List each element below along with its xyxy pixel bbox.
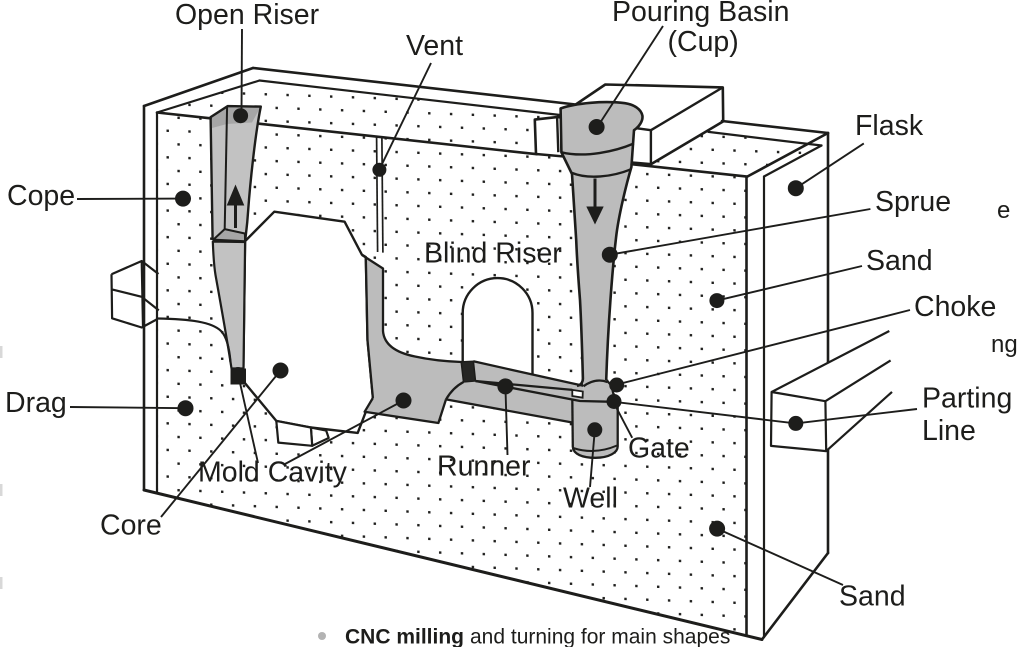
svg-text:Flask: Flask	[855, 110, 924, 142]
svg-text:Vent: Vent	[406, 30, 463, 62]
svg-text:Line: Line	[922, 415, 976, 447]
svg-text:Parting: Parting	[922, 383, 1012, 415]
svg-text:CNC milling: CNC milling	[345, 626, 464, 647]
svg-text:Pouring Basin: Pouring Basin	[612, 0, 789, 28]
svg-text:e: e	[997, 197, 1010, 224]
svg-text:Runner: Runner	[437, 451, 531, 483]
svg-text:Open Riser: Open Riser	[175, 0, 320, 31]
svg-text:Cope: Cope	[7, 180, 75, 212]
svg-text:Choke: Choke	[914, 291, 996, 323]
svg-text:Sand: Sand	[839, 581, 906, 613]
svg-text:and turning for main shapes: and turning for main shapes	[470, 626, 730, 647]
svg-text:Sprue: Sprue	[875, 186, 951, 218]
svg-text:ng: ng	[991, 331, 1017, 358]
svg-text:Drag: Drag	[5, 387, 67, 419]
svg-text:Sand: Sand	[866, 245, 933, 277]
svg-text:Mold Cavity: Mold Cavity	[198, 457, 348, 489]
svg-text:Well: Well	[563, 483, 618, 515]
svg-text:(Cup): (Cup)	[668, 26, 739, 58]
svg-text:Core: Core	[100, 510, 162, 542]
svg-text:Gate: Gate	[628, 433, 690, 465]
svg-text:Blind Riser: Blind Riser	[424, 238, 562, 270]
